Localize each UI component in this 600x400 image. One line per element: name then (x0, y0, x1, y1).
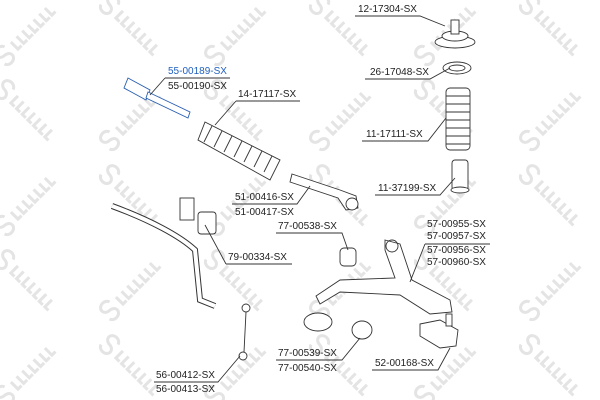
arm-bushing-drawing (339, 247, 357, 267)
watermark-logo (308, 0, 368, 57)
watermark-logo (98, 164, 158, 227)
watermark-logo (98, 0, 158, 57)
control-arm-drawing (315, 239, 453, 315)
part-label-55-00190[interactable]: 55-00190-SX (168, 81, 227, 92)
watermark-logo (414, 347, 477, 400)
bump-stop-drawing (450, 159, 470, 194)
part-label-12-17304[interactable]: 12-17304-SX (358, 4, 417, 15)
part-label-77-00538[interactable]: 77-00538-SX (278, 221, 337, 232)
part-label-77-00539[interactable]: 77-00539-SX (278, 348, 337, 359)
part-label-77-00540[interactable]: 77-00540-SX (278, 363, 337, 374)
watermark-logo (0, 249, 53, 312)
watermark-logo (99, 262, 162, 322)
watermark-layer (0, 0, 582, 400)
part-label-56-00413[interactable]: 56-00413-SX (156, 384, 215, 395)
rear-bushing-drawing (303, 312, 373, 340)
part-label-51-00417[interactable]: 51-00417-SX (235, 207, 294, 218)
watermark-logo (309, 92, 372, 152)
stabilizer-bar-drawing (110, 203, 217, 309)
watermark-logo (0, 7, 57, 67)
watermark-logo (98, 334, 158, 397)
part-label-55-00189[interactable]: 55-00189-SX (168, 66, 227, 77)
steering-boot-drawing (197, 121, 281, 181)
bearing-drawing (442, 61, 472, 75)
part-label-57-00957[interactable]: 57-00957-SX (427, 231, 486, 242)
part-label-57-00956[interactable]: 57-00956-SX (427, 245, 486, 256)
watermark-logo (0, 79, 53, 142)
watermark-logo (308, 334, 368, 397)
part-label-79-00334[interactable]: 79-00334-SX (228, 252, 287, 263)
part-label-51-00416[interactable]: 51-00416-SX (235, 192, 294, 203)
part-label-26-17048[interactable]: 26-17048-SX (370, 67, 429, 78)
watermark-logo (414, 177, 477, 237)
watermark-logo (518, 0, 578, 57)
part-label-56-00412[interactable]: 56-00412-SX (156, 370, 215, 381)
watermark-logo (0, 347, 57, 400)
strut-boot-drawing (445, 87, 471, 151)
part-label-57-00955[interactable]: 57-00955-SX (427, 219, 486, 230)
part-label-57-00960[interactable]: 57-00960-SX (427, 257, 486, 268)
watermark-logo (204, 347, 267, 400)
watermark-logo (518, 164, 578, 227)
stabilizer-bushing-drawing (179, 197, 217, 235)
part-label-52-00168[interactable]: 52-00168-SX (375, 358, 434, 369)
watermark-logo (519, 262, 582, 322)
tie-rod-end-drawing (289, 173, 359, 211)
stabilizer-link-drawing (238, 303, 251, 361)
watermark-logo (203, 79, 263, 142)
watermark-logo (413, 249, 473, 312)
watermark-logo (519, 92, 582, 152)
part-label-11-17111[interactable]: 11-17111-SX (366, 129, 423, 140)
part-label-11-37199[interactable]: 11-37199-SX (378, 183, 437, 194)
watermark-logo (518, 334, 578, 397)
ball-joint-drawing (419, 313, 459, 349)
watermark-logo (0, 177, 57, 237)
watermark-logo (204, 7, 267, 67)
watermark-logo (203, 249, 263, 312)
strut-mount-drawing (434, 19, 476, 49)
watermark-logo (99, 92, 162, 152)
part-label-14-17117[interactable]: 14-17117-SX (238, 89, 297, 100)
leader-lines (149, 15, 490, 383)
tie-rod-drawing (123, 77, 191, 119)
